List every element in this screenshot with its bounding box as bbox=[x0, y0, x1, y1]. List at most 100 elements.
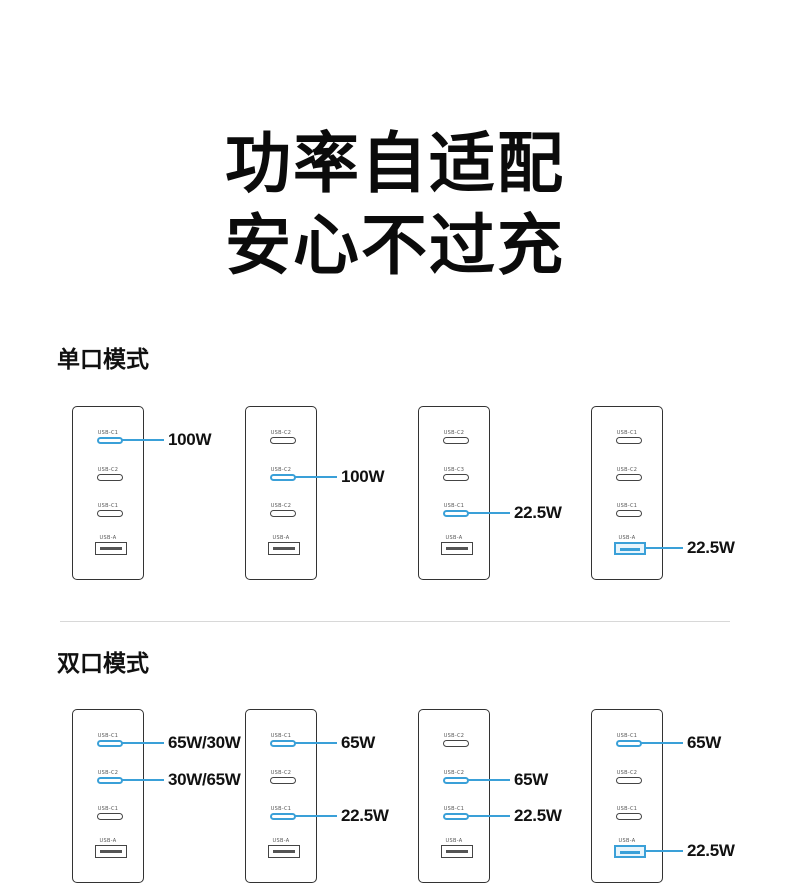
port-label: USB-C2 bbox=[443, 733, 465, 739]
port-label: USB-A bbox=[99, 838, 117, 844]
section-divider bbox=[60, 621, 730, 622]
leader-line bbox=[468, 512, 510, 514]
usb-a-port-icon bbox=[268, 542, 300, 555]
power-output-label: 100W bbox=[341, 467, 385, 486]
port-label: USB-A bbox=[272, 838, 290, 844]
usb-a-port-icon bbox=[95, 542, 127, 555]
port-label: USB-C1 bbox=[270, 733, 292, 739]
usb-c-port-icon bbox=[270, 777, 296, 784]
usb-c-port-icon bbox=[616, 510, 642, 517]
port-label: USB-C1 bbox=[97, 430, 119, 436]
usb-c-port-icon bbox=[97, 813, 123, 820]
port-label: USB-A bbox=[618, 535, 636, 541]
port-label: USB-A bbox=[618, 838, 636, 844]
usb-c-port-icon bbox=[270, 813, 296, 820]
leader-line bbox=[468, 779, 510, 781]
leader-line bbox=[295, 742, 337, 744]
usb-c-port-icon bbox=[616, 474, 642, 481]
usb-c-port-icon bbox=[616, 813, 642, 820]
headline-line-2: 安心不过充 bbox=[225, 207, 565, 284]
usb-c-port-icon bbox=[270, 437, 296, 444]
usb-a-port-icon bbox=[268, 845, 300, 858]
headline-line-1: 功率自适配 bbox=[225, 125, 565, 202]
power-output-label: 30W/65W bbox=[168, 770, 241, 789]
usb-c-port-icon bbox=[97, 740, 123, 747]
usb-c-port-icon bbox=[270, 740, 296, 747]
usb-c-port-icon bbox=[443, 813, 469, 820]
usb-c-port-icon bbox=[616, 740, 642, 747]
usb-a-port-icon bbox=[614, 542, 646, 555]
power-output-label: 22.5W bbox=[514, 806, 562, 825]
leader-line bbox=[122, 742, 164, 744]
power-output-label: 65W bbox=[687, 733, 722, 752]
power-output-label: 22.5W bbox=[341, 806, 389, 825]
usb-a-port-icon bbox=[614, 845, 646, 858]
port-label: USB-C2 bbox=[270, 430, 292, 436]
usb-c-port-icon bbox=[443, 777, 469, 784]
usb-c-port-icon bbox=[97, 777, 123, 784]
usb-c-port-icon bbox=[97, 474, 123, 481]
power-output-label: 22.5W bbox=[687, 538, 735, 557]
usb-c-port-icon bbox=[97, 437, 123, 444]
power-output-label: 22.5W bbox=[514, 503, 562, 522]
leader-line bbox=[122, 779, 164, 781]
usb-c-port-icon bbox=[443, 740, 469, 747]
port-label: USB-C1 bbox=[443, 503, 465, 509]
leader-line bbox=[645, 547, 683, 549]
single-mode-title: 单口模式 bbox=[57, 347, 149, 373]
port-label: USB-C2 bbox=[616, 467, 638, 473]
port-label: USB-C1 bbox=[97, 733, 119, 739]
power-output-label: 100W bbox=[168, 430, 212, 449]
usb-a-port-icon bbox=[95, 845, 127, 858]
power-output-label: 65W bbox=[341, 733, 376, 752]
power-output-label: 65W bbox=[514, 770, 549, 789]
port-label: USB-C2 bbox=[270, 467, 292, 473]
leader-line bbox=[295, 815, 337, 817]
port-label: USB-C3 bbox=[443, 467, 465, 473]
port-label: USB-C1 bbox=[616, 806, 638, 812]
usb-c-port-icon bbox=[270, 474, 296, 481]
port-label: USB-C2 bbox=[97, 467, 119, 473]
leader-line bbox=[468, 815, 510, 817]
usb-a-port-icon bbox=[441, 845, 473, 858]
port-label: USB-C1 bbox=[270, 806, 292, 812]
port-label: USB-C2 bbox=[443, 430, 465, 436]
port-label: USB-C1 bbox=[616, 503, 638, 509]
usb-c-port-icon bbox=[270, 510, 296, 517]
power-output-label: 22.5W bbox=[687, 841, 735, 860]
leader-line bbox=[641, 742, 683, 744]
port-label: USB-A bbox=[445, 535, 463, 541]
port-label: USB-C1 bbox=[97, 806, 119, 812]
port-label: USB-A bbox=[272, 535, 290, 541]
usb-c-port-icon bbox=[97, 510, 123, 517]
port-label: USB-C2 bbox=[443, 770, 465, 776]
port-label: USB-A bbox=[445, 838, 463, 844]
port-label: USB-C2 bbox=[97, 770, 119, 776]
leader-line bbox=[645, 850, 683, 852]
port-label: USB-C1 bbox=[97, 503, 119, 509]
port-label: USB-C1 bbox=[443, 806, 465, 812]
usb-a-port-icon bbox=[441, 542, 473, 555]
usb-c-port-icon bbox=[443, 474, 469, 481]
dual-mode-title: 双口模式 bbox=[57, 651, 149, 677]
port-label: USB-A bbox=[99, 535, 117, 541]
leader-line bbox=[122, 439, 164, 441]
port-label: USB-C1 bbox=[616, 733, 638, 739]
usb-c-port-icon bbox=[616, 777, 642, 784]
power-output-label: 65W/30W bbox=[168, 733, 241, 752]
port-label: USB-C1 bbox=[616, 430, 638, 436]
port-label: USB-C2 bbox=[270, 770, 292, 776]
usb-c-port-icon bbox=[443, 510, 469, 517]
port-label: USB-C2 bbox=[270, 503, 292, 509]
usb-c-port-icon bbox=[443, 437, 469, 444]
leader-line bbox=[295, 476, 337, 478]
usb-c-port-icon bbox=[616, 437, 642, 444]
